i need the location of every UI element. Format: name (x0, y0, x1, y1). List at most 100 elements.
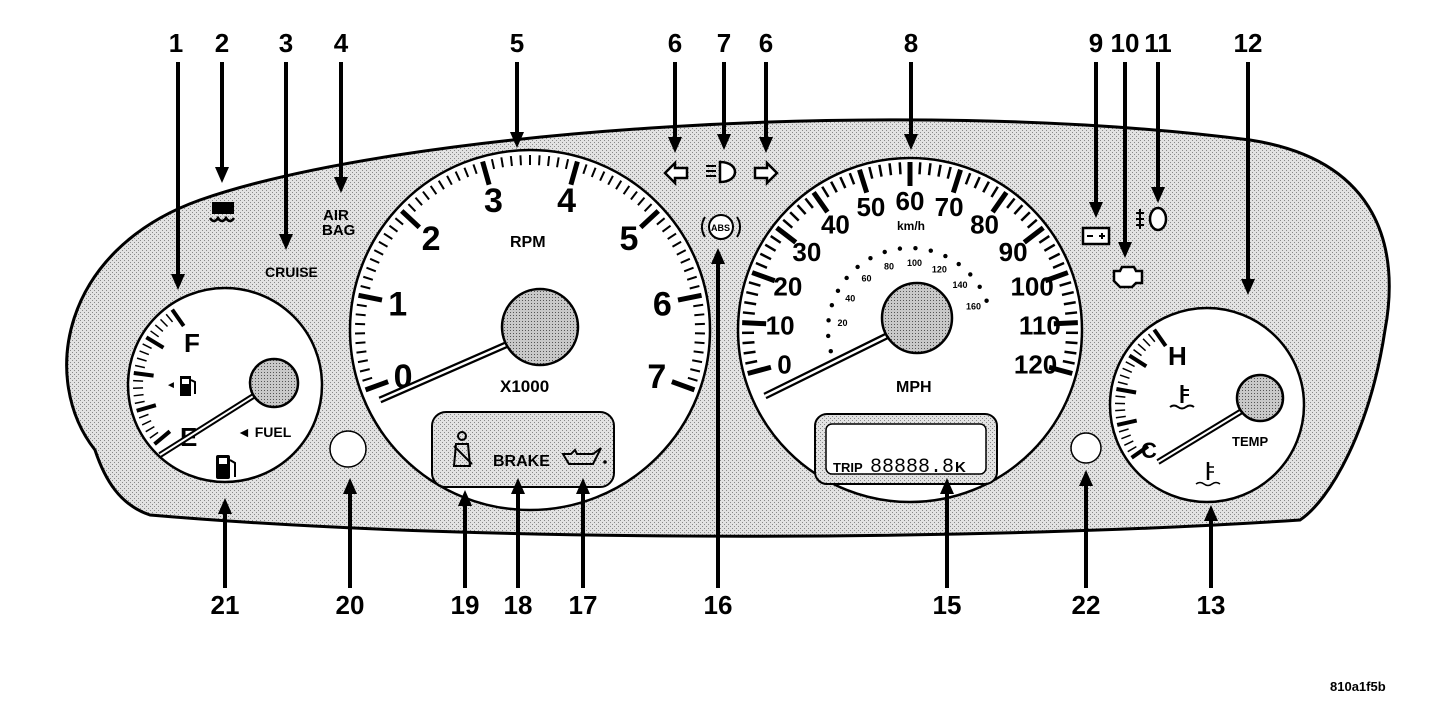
dial-tick (1065, 311, 1078, 315)
odometer-reading: 88888.8 (870, 456, 954, 479)
dial-tick (789, 211, 800, 222)
dial-tick (857, 169, 870, 194)
callout-number: 3 (279, 28, 293, 58)
dial-tick (357, 359, 368, 364)
dial-tick (622, 185, 631, 195)
dial-tick (472, 164, 478, 175)
dial-tick (422, 190, 430, 201)
dial-tick (1117, 381, 1128, 386)
dial-tick (1115, 395, 1126, 398)
dial-tick (615, 180, 623, 190)
dial-tick (366, 266, 377, 273)
kmh-dot (928, 248, 933, 253)
dial-tick (1006, 197, 1016, 209)
dial-tick (782, 218, 794, 229)
dial-tick (359, 368, 370, 373)
callout-arrowhead (1079, 470, 1093, 486)
kmh-dot (943, 253, 948, 259)
battery-charging-icon (1081, 226, 1111, 246)
speedo-mph-number: 30 (792, 237, 821, 267)
rpm-label: RPM (510, 234, 546, 251)
temp-gauge-ticks (1115, 328, 1168, 460)
dial-tick (973, 176, 981, 189)
temp-hot-label: H (1168, 341, 1187, 371)
fuel-full-label: F (184, 328, 200, 358)
callout-number: 9 (1089, 28, 1103, 58)
indicator-lamp-left (329, 430, 367, 468)
speedo-mph-number: 10 (766, 310, 795, 340)
dial-tick (1137, 343, 1147, 352)
dial-tick (500, 157, 504, 168)
speedo-kmh-number: 80 (884, 261, 894, 271)
coolant-warning-icon (1195, 462, 1221, 487)
dial-tick (1118, 428, 1129, 433)
dial-tick (839, 176, 847, 189)
callout-number: 8 (904, 28, 918, 58)
dial-tick (1122, 367, 1133, 373)
mph-label: MPH (896, 379, 932, 396)
dial-tick (868, 166, 874, 179)
dial-tick (927, 163, 932, 176)
tach-number: 5 (620, 220, 639, 258)
dial-tick (582, 164, 588, 175)
dial-tick (134, 364, 146, 369)
indicator-lamp-right (1070, 432, 1102, 464)
callout-arrowhead (576, 478, 590, 494)
dial-tick (1125, 361, 1135, 368)
callout-number: 21 (211, 590, 240, 620)
dial-tick (888, 163, 893, 176)
dial-tick (1065, 340, 1078, 345)
dial-tick (744, 301, 757, 306)
dial-tick (1059, 281, 1072, 287)
dial-tick (150, 330, 160, 338)
callout-arrowhead (334, 177, 348, 193)
svg-text:◄: ◄ (166, 380, 176, 391)
dial-tick (1013, 204, 1024, 215)
kmh-dot (984, 298, 989, 303)
dial-tick (599, 171, 606, 182)
dial-tick (355, 313, 366, 317)
dial-tick (821, 186, 830, 198)
temp-needle-hub (1235, 373, 1285, 423)
dial-tick (170, 308, 186, 328)
dial-tick (990, 186, 999, 198)
figure-code: 810a1f5b (1330, 679, 1386, 694)
airbag-label-line2: BAG (322, 222, 355, 239)
dial-tick (743, 350, 756, 355)
dial-tick (692, 359, 703, 364)
callout-arrowhead (171, 274, 185, 290)
dial-tick (383, 232, 393, 240)
dial-tick (1119, 374, 1130, 380)
dial-tick (964, 172, 972, 185)
dial-tick (159, 318, 169, 328)
speedo-mph-number: 80 (970, 210, 999, 240)
kmh-dot (844, 275, 849, 281)
dial-tick (671, 379, 696, 393)
dial-tick (519, 155, 522, 166)
callout-arrowhead (218, 498, 232, 514)
dial-tick (1115, 415, 1126, 419)
dial-tick (145, 335, 165, 350)
callout-arrowhead (343, 478, 357, 494)
dial-tick (1052, 261, 1065, 269)
dial-tick (694, 341, 705, 345)
callout-number: 16 (704, 590, 733, 620)
fog-lamp-icon (1136, 206, 1168, 232)
right-turn-signal-icon (753, 159, 779, 187)
dial-tick (139, 350, 150, 356)
dial-tick (1121, 434, 1131, 440)
callout-arrowhead (511, 478, 525, 494)
dial-tick (686, 275, 698, 281)
callout-arrowhead (759, 137, 773, 153)
dial-tick (136, 357, 147, 362)
callout-number: 6 (759, 28, 773, 58)
dial-tick (689, 285, 700, 290)
dial-tick (1116, 387, 1137, 395)
dial-tick (356, 303, 367, 308)
callout-arrowhead (1241, 279, 1255, 295)
dial-tick (394, 217, 404, 226)
dial-tick (683, 266, 694, 273)
speedo-mph-number: 110 (1019, 310, 1061, 340)
